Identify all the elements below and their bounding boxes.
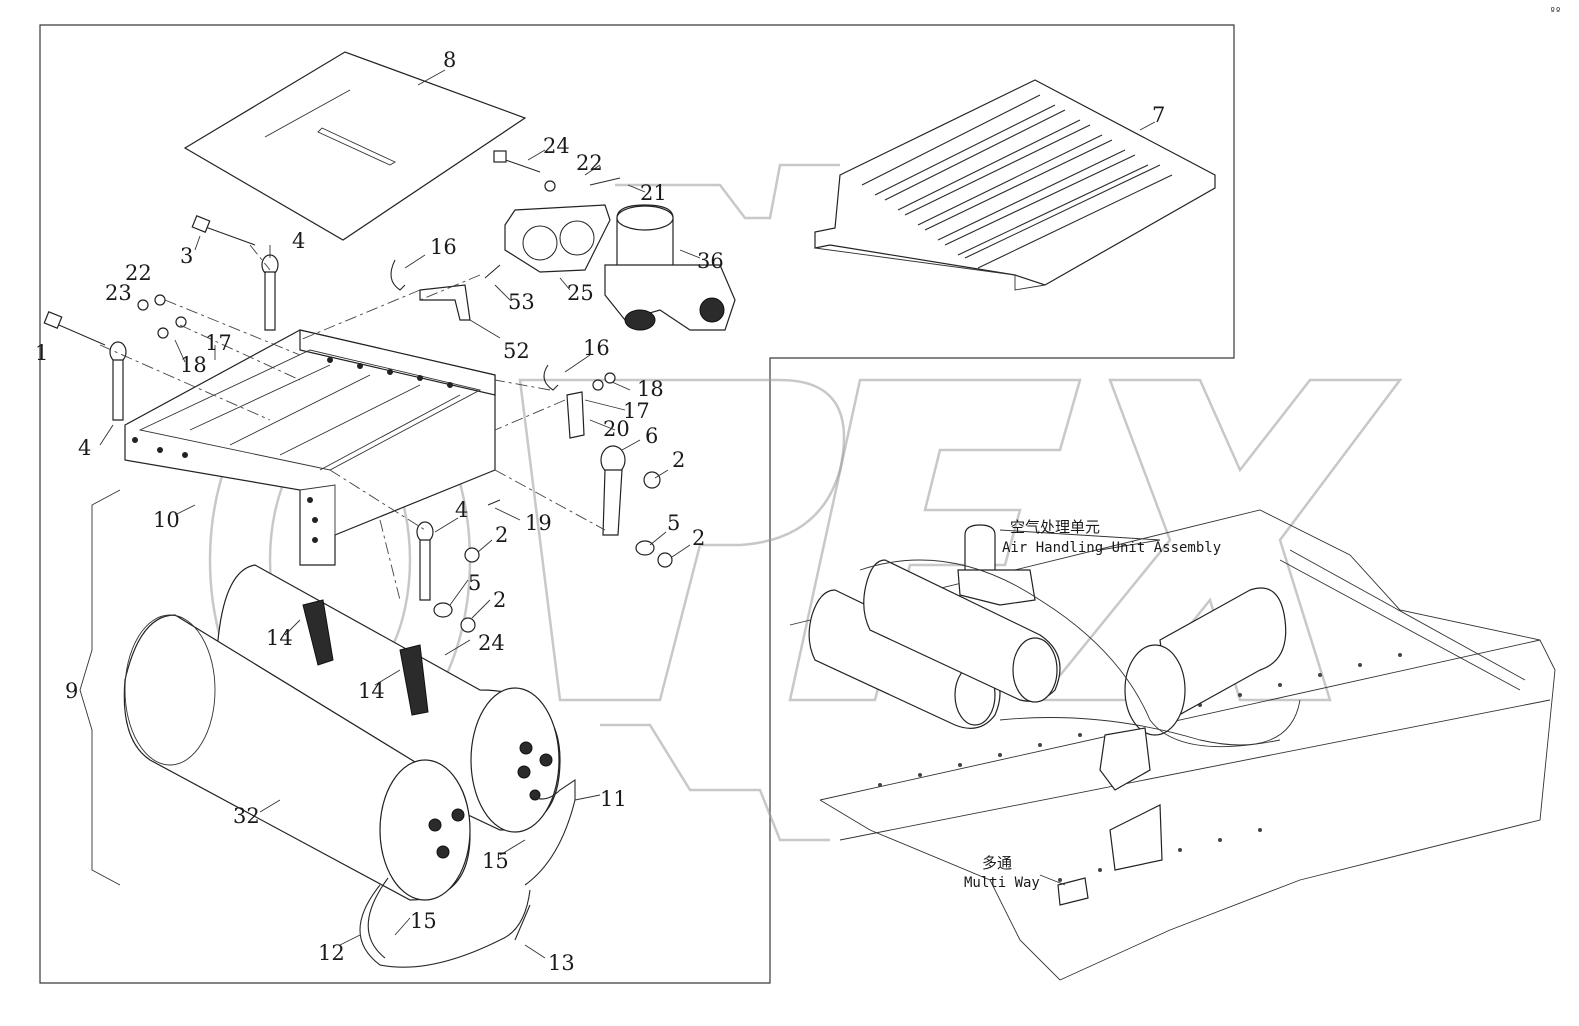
leader-lines (99, 69, 1161, 959)
part-1-bolt (43, 311, 106, 346)
part-10-tray-frame (124, 329, 496, 566)
installed-view (789, 509, 1556, 981)
label-24: 24 (543, 134, 570, 158)
label-3: 3 (180, 244, 193, 268)
label-23: 23 (105, 281, 132, 305)
label-22-left: 22 (125, 261, 152, 285)
part-53-bolt (484, 264, 501, 279)
nuts-washers (137, 180, 673, 633)
part-8-cover-plate (183, 51, 527, 241)
part-25-bracket (504, 204, 611, 273)
label-52: 52 (503, 339, 530, 363)
part-16-clip (390, 259, 559, 391)
label-32: 32 (233, 804, 260, 828)
label-13: 13 (548, 951, 575, 975)
label-5-mid: 5 (468, 571, 481, 595)
label-8: 8 (443, 48, 456, 72)
label-2-c: 2 (692, 526, 705, 550)
assembly-lines (99, 244, 606, 601)
label-17-right: 17 (623, 399, 650, 423)
part-6-link (600, 445, 626, 536)
part-24-rear-tank (214, 564, 561, 833)
label-18-right: 18 (637, 377, 664, 401)
part-11-12-straps (359, 778, 576, 968)
label-12: 12 (318, 941, 345, 965)
part-3-bolt (191, 215, 256, 246)
label-7: 7 (1152, 103, 1165, 127)
label-2-a: 2 (672, 448, 685, 472)
part-19-bolt (487, 499, 501, 506)
label-15-bottom: 15 (410, 909, 437, 933)
part-4-rod (109, 254, 434, 601)
label-17-left: 17 (205, 331, 232, 355)
part-14-tank-straps (302, 599, 429, 716)
label-21: 21 (640, 181, 667, 205)
label-11: 11 (600, 787, 627, 811)
label-10: 10 (153, 508, 180, 532)
label-1: 1 (35, 341, 48, 365)
label-22: 22 (576, 151, 603, 175)
part-20-plate (566, 391, 585, 439)
multi-way-cn-label: 多通 (982, 854, 1012, 872)
detail-frame (39, 24, 1235, 984)
callout-multi-way: 多通 Multi Way (964, 854, 1040, 891)
label-5-right: 5 (667, 511, 680, 535)
label-4-mid: 4 (455, 498, 468, 522)
label-4-left: 4 (78, 436, 91, 460)
label-14-bottom: 14 (358, 679, 385, 703)
air-handling-cn-label: 空气处理单元 (1010, 518, 1100, 536)
part-32-front-tank (123, 614, 471, 901)
label-14-top: 14 (266, 626, 293, 650)
corner-mark: ºº (1550, 7, 1561, 17)
label-25: 25 (567, 281, 594, 305)
callout-air-handling: 空气处理单元 Air Handling Unit Assembly (1002, 518, 1221, 556)
label-20: 20 (603, 417, 630, 441)
label-18-left: 18 (180, 353, 207, 377)
label-16-top: 16 (430, 235, 457, 259)
air-handling-en-label: Air Handling Unit Assembly (1002, 540, 1221, 556)
part-9-bracket-line (79, 489, 121, 886)
label-24-tank: 24 (478, 631, 505, 655)
part-7-battery-cover (814, 79, 1216, 291)
label-9: 9 (65, 679, 78, 703)
label-6: 6 (645, 424, 658, 448)
multi-way-en-label: Multi Way (964, 875, 1040, 891)
part-24-bolt (493, 150, 541, 173)
part-36-air-dryer (604, 204, 736, 331)
label-36: 36 (697, 249, 724, 273)
part-52-bracket (419, 284, 471, 321)
label-15-top: 15 (482, 849, 509, 873)
part-labels: 8 7 24 22 21 36 25 53 52 4 3 16 22 23 1 … (35, 48, 1165, 975)
label-2-b: 2 (495, 523, 508, 547)
part-13-bolt (514, 904, 531, 941)
label-2-d: 2 (493, 588, 506, 612)
label-16-right: 16 (583, 336, 610, 360)
part-21-bolt (589, 177, 621, 186)
label-53: 53 (508, 290, 535, 314)
label-19: 19 (525, 511, 552, 535)
label-4-top: 4 (292, 229, 305, 253)
